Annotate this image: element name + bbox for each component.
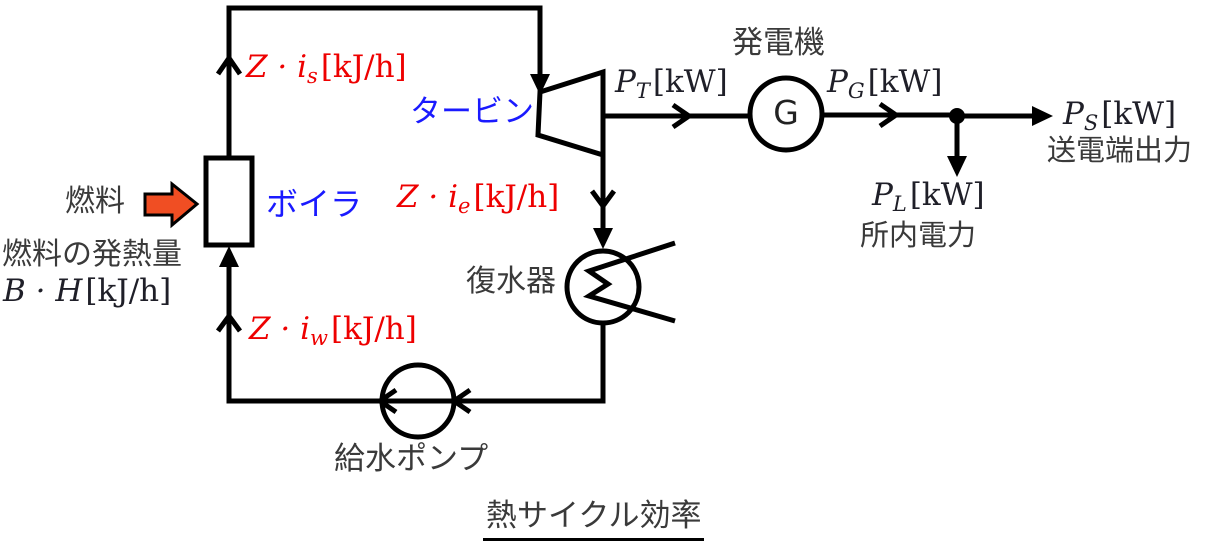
condenser-label: 復水器 (466, 264, 556, 299)
diagram-title: 熱サイクル効率 (483, 501, 705, 541)
boiler-symbol (203, 155, 255, 248)
pump-inlet-chevron-left-icon (449, 387, 472, 415)
exhaust-flow-chevron-icon (589, 189, 617, 211)
aux-power-arrowhead (947, 156, 967, 177)
pump-flow-chevron-left-icon (375, 387, 398, 415)
turbine-output-label: PT[kW] (615, 64, 728, 103)
steam-enthalpy-label: Z · is[kJ/h] (246, 49, 407, 88)
pump-label: 給水ポンプ (334, 441, 489, 477)
feedwater-pipe (226, 262, 606, 404)
feedwater-into-boiler-arrowhead (219, 246, 239, 267)
aux-power-label: PL[kW] (872, 177, 985, 216)
exhaust-into-condenser-arrowhead (593, 228, 613, 249)
condenser-cooling-coil-icon (582, 240, 676, 324)
turbine-power-chevron-icon (671, 102, 694, 130)
station-output-desc: 送電端出力 (1047, 133, 1193, 167)
steam-pipe (226, 5, 543, 160)
fuel-heat-label: 燃料の発熱量 (2, 237, 182, 272)
aux-power-desc: 所内電力 (860, 218, 977, 252)
feedwater-enthalpy-label: Z · iw[kJ/h] (249, 311, 417, 350)
boiler-label: ボイラ (266, 185, 363, 223)
exhaust-enthalpy-label: Z · ie[kJ/h] (397, 179, 560, 218)
fuel-input-arrow-icon (143, 180, 200, 229)
station-output-label: PS[kW] (1063, 96, 1177, 135)
generator-power-chevron-icon (878, 101, 901, 129)
turbine-symbol (535, 68, 606, 159)
generator-letter: G (773, 93, 799, 132)
steam-into-turbine-arrowhead (530, 74, 550, 95)
generator-output-label: PG[kW] (827, 64, 943, 103)
fuel-heat-value-label: B · H[kJ/h] (3, 273, 172, 309)
turbine-label: タービン (410, 94, 534, 130)
generator-label: 発電機 (732, 25, 825, 61)
steam-flow-chevron-icon (215, 53, 243, 76)
fuel-label: 燃料 (65, 184, 125, 219)
feedwater-flow-chevron-icon (215, 311, 243, 333)
station-output-arrowhead (1032, 106, 1053, 126)
